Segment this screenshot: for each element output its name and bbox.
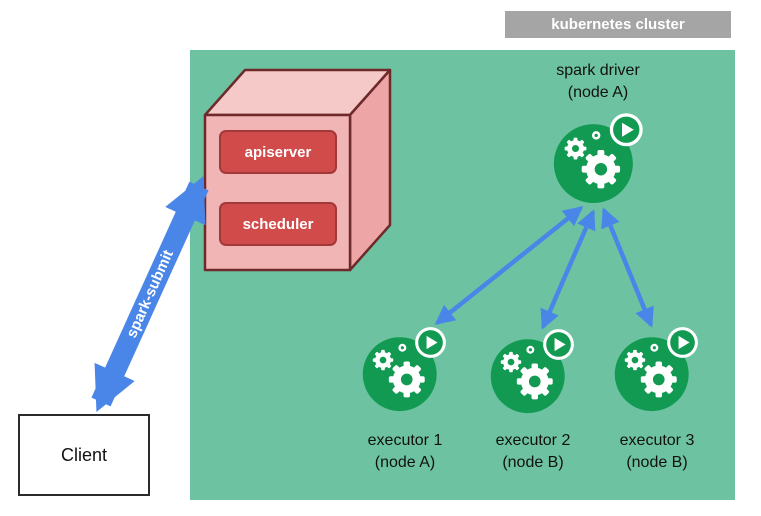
gears-with-play-pod-icon	[552, 110, 646, 204]
executor-3-pod	[613, 324, 701, 417]
gears-with-play-pod-icon	[613, 324, 701, 412]
spark-driver-title: spark driver	[556, 62, 640, 79]
executor-3-label: executor 3 (node B)	[577, 430, 737, 475]
client-box: Client	[18, 414, 150, 496]
executor-1-title: executor 1	[367, 432, 443, 449]
spark-submit-label: spark-submit	[123, 247, 177, 341]
executor-1-label: executor 1 (node A)	[325, 430, 485, 475]
executor-1-pod	[361, 324, 449, 417]
spark-driver-label: spark driver (node A)	[508, 60, 688, 105]
gears-with-play-pod-icon	[361, 324, 449, 412]
apiserver-box: apiserver	[219, 130, 337, 174]
executor-2-pod	[489, 326, 577, 419]
scheduler-box: scheduler	[219, 202, 337, 246]
executor-2-title: executor 2	[495, 432, 571, 449]
spark-driver-node: (node A)	[567, 84, 629, 102]
spark-driver-pod	[552, 110, 646, 209]
executor-2-label: executor 2 (node B)	[453, 430, 613, 475]
executor-3-node: (node B)	[626, 454, 688, 472]
cluster-label: kubernetes cluster	[505, 11, 731, 38]
executor-1-node: (node A)	[374, 454, 436, 472]
executor-2-node: (node B)	[502, 454, 564, 472]
executor-3-title: executor 3	[619, 432, 695, 449]
gears-with-play-pod-icon	[489, 326, 577, 414]
